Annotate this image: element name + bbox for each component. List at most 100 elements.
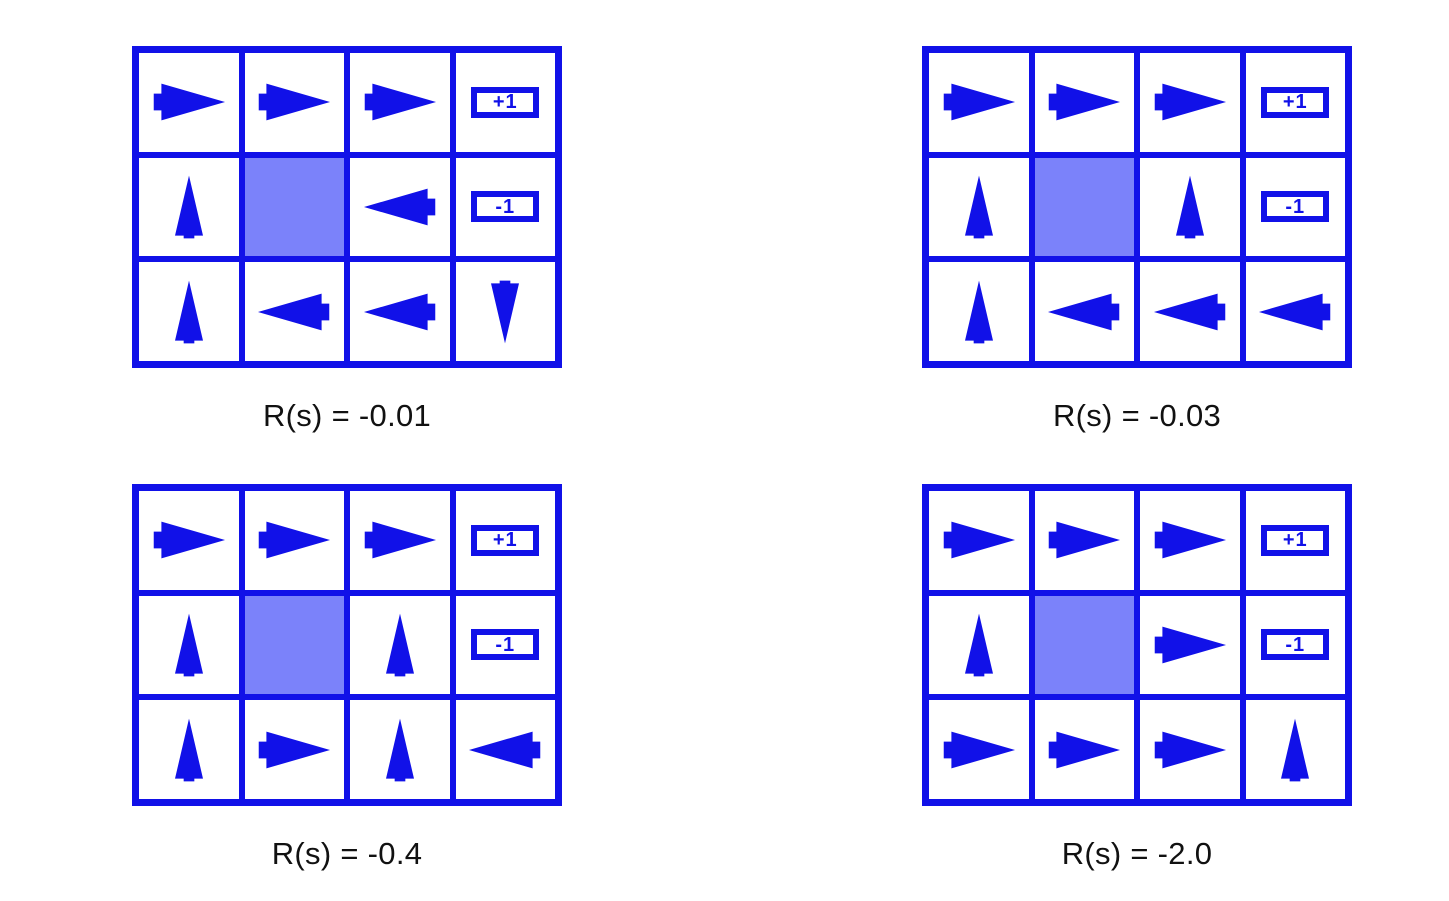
grid-cell-r1-c2[interactable] xyxy=(1140,157,1240,257)
panel-caption: R(s) = -0.03 xyxy=(1052,398,1222,433)
grid-cell-r0-c0[interactable] xyxy=(929,53,1029,152)
panel-caption: R(s) = -2.0 xyxy=(1061,836,1213,871)
arrow-right-icon xyxy=(357,517,443,563)
arrow-right-icon xyxy=(146,79,232,125)
wall-block-r1-c1 xyxy=(1034,157,1134,257)
grid-cell-r2-c3[interactable] xyxy=(455,700,555,799)
arrow-right-icon xyxy=(251,79,337,125)
terminal-reward-label: +1 xyxy=(492,91,518,114)
grid-cell-r2-c2[interactable] xyxy=(350,262,450,361)
grid-cell-r1-c3[interactable]: -1 xyxy=(455,157,555,257)
arrow-up-icon xyxy=(1275,709,1315,791)
grid-cell-r2-c0[interactable] xyxy=(929,700,1029,799)
arrow-left-icon xyxy=(1252,289,1338,335)
arrow-up-icon xyxy=(959,166,999,248)
grid-cell-r0-c2[interactable] xyxy=(1140,53,1240,152)
arrow-left-icon xyxy=(1041,289,1127,335)
grid-cell-r1-c0[interactable] xyxy=(139,595,239,695)
grid-cell-r0-c0[interactable] xyxy=(139,491,239,590)
grid-cell-r0-c1[interactable] xyxy=(244,53,344,152)
grid-cell-r0-c1[interactable] xyxy=(1034,491,1134,590)
grid-cell-r1-c0[interactable] xyxy=(929,595,1029,695)
grid-cell-r2-c1[interactable] xyxy=(244,262,344,361)
grid-cell-r1-c2[interactable] xyxy=(350,157,450,257)
terminal-reward-label: -1 xyxy=(495,195,516,218)
arrow-right-icon xyxy=(1041,79,1127,125)
arrow-left-icon xyxy=(462,727,548,773)
terminal-reward-label: -1 xyxy=(495,633,516,656)
arrow-right-icon xyxy=(936,727,1022,773)
policy-grid: +1 -1 xyxy=(922,46,1352,368)
grid-cell-r2-c3[interactable] xyxy=(455,262,555,361)
grid-cell-r1-c3[interactable]: -1 xyxy=(1245,157,1345,257)
panel-top-left: +1 -1 xyxy=(132,46,562,368)
grid-cell-r2-c3[interactable] xyxy=(1245,262,1345,361)
arrow-right-icon xyxy=(936,79,1022,125)
terminal-negative-box: -1 xyxy=(1261,629,1330,661)
terminal-reward-label: -1 xyxy=(1285,195,1306,218)
grid-cell-r2-c1[interactable] xyxy=(1034,262,1134,361)
grid-cell-r0-c1[interactable] xyxy=(244,491,344,590)
grid-cell-r2-c0[interactable] xyxy=(139,262,239,361)
arrow-up-icon xyxy=(380,604,420,686)
grid-cell-r2-c0[interactable] xyxy=(139,700,239,799)
grid-cell-r0-c2[interactable] xyxy=(350,491,450,590)
arrow-left-icon xyxy=(1147,289,1233,335)
terminal-positive-box: +1 xyxy=(1261,524,1330,556)
grid-cell-r0-c0[interactable] xyxy=(929,491,1029,590)
arrow-right-icon xyxy=(251,727,337,773)
arrow-right-icon xyxy=(1041,727,1127,773)
arrow-down-icon xyxy=(485,271,525,353)
terminal-negative-box: -1 xyxy=(1261,191,1330,223)
panel-top-right: +1 -1 xyxy=(922,46,1352,368)
terminal-reward-label: +1 xyxy=(1282,91,1308,114)
terminal-reward-label: +1 xyxy=(1282,529,1308,552)
grid-cell-r2-c1[interactable] xyxy=(1034,700,1134,799)
terminal-reward-label: +1 xyxy=(492,529,518,552)
policy-grid: +1 -1 xyxy=(132,484,562,806)
grid-cell-r2-c1[interactable] xyxy=(244,700,344,799)
panel-caption: R(s) = -0.01 xyxy=(262,398,432,433)
grid-cell-r1-c2[interactable] xyxy=(350,595,450,695)
arrow-up-icon xyxy=(169,604,209,686)
arrow-up-icon xyxy=(169,166,209,248)
grid-cell-r2-c2[interactable] xyxy=(350,700,450,799)
terminal-negative-box: -1 xyxy=(471,191,540,223)
terminal-positive-box: +1 xyxy=(1261,86,1330,118)
grid-cell-r0-c3[interactable]: +1 xyxy=(455,53,555,152)
arrow-up-icon xyxy=(380,709,420,791)
arrow-left-icon xyxy=(251,289,337,335)
panel-bottom-left: +1 -1 xyxy=(132,484,562,806)
grid-cell-r0-c2[interactable] xyxy=(1140,491,1240,590)
grid-cell-r0-c3[interactable]: +1 xyxy=(1245,53,1345,152)
grid-cell-r1-c0[interactable] xyxy=(139,157,239,257)
grid-cell-r0-c3[interactable]: +1 xyxy=(1245,491,1345,590)
arrow-right-icon xyxy=(936,517,1022,563)
panel-caption: R(s) = -0.4 xyxy=(271,836,423,871)
grid-cell-r2-c2[interactable] xyxy=(1140,700,1240,799)
wall-block-r1-c1 xyxy=(1034,595,1134,695)
arrow-up-icon xyxy=(959,271,999,353)
grid-cell-r1-c3[interactable]: -1 xyxy=(1245,595,1345,695)
grid-cell-r2-c2[interactable] xyxy=(1140,262,1240,361)
grid-cell-r0-c1[interactable] xyxy=(1034,53,1134,152)
arrow-up-icon xyxy=(1170,166,1210,248)
arrow-up-icon xyxy=(169,271,209,353)
arrow-right-icon xyxy=(251,517,337,563)
grid-cell-r2-c3[interactable] xyxy=(1245,700,1345,799)
grid-cell-r1-c2[interactable] xyxy=(1140,595,1240,695)
arrow-left-icon xyxy=(357,184,443,230)
grid-cell-r1-c0[interactable] xyxy=(929,157,1029,257)
policy-grid: +1 -1 xyxy=(132,46,562,368)
grid-cell-r1-c3[interactable]: -1 xyxy=(455,595,555,695)
arrow-up-icon xyxy=(959,604,999,686)
grid-cell-r0-c3[interactable]: +1 xyxy=(455,491,555,590)
arrow-up-icon xyxy=(169,709,209,791)
terminal-reward-label: -1 xyxy=(1285,633,1306,656)
grid-cell-r0-c2[interactable] xyxy=(350,53,450,152)
arrow-left-icon xyxy=(357,289,443,335)
grid-cell-r2-c0[interactable] xyxy=(929,262,1029,361)
grid-cell-r0-c0[interactable] xyxy=(139,53,239,152)
wall-block-r1-c1 xyxy=(244,595,344,695)
